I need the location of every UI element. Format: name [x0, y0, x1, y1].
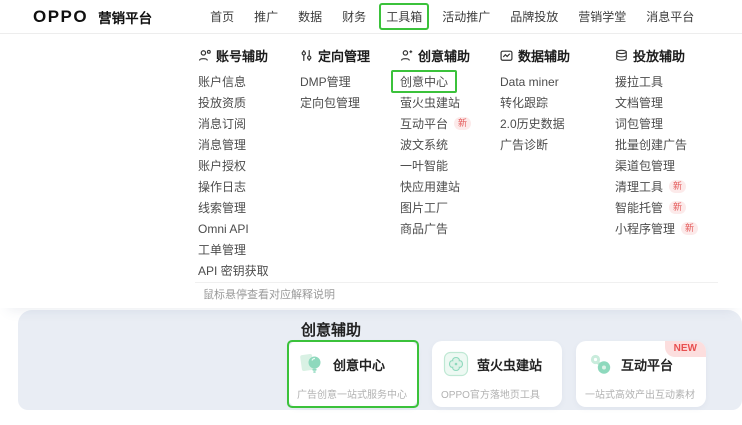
nav-message-platform[interactable]: 消息平台 — [646, 10, 695, 24]
menu-item-qualification[interactable]: 投放资质 — [198, 96, 247, 110]
menu-item-miniprogram-manage[interactable]: 小程序管理 — [615, 222, 676, 236]
column-header-delivery: 投放辅助 — [615, 47, 698, 64]
menu-item-product-ads[interactable]: 商品广告 — [400, 222, 449, 236]
hover-hint: 鼠标悬停查看对应解释说明 — [195, 282, 718, 308]
new-badge: 新 — [669, 180, 687, 193]
layers-icon — [615, 49, 628, 62]
user-star-icon — [400, 49, 413, 62]
menu-item-image-factory[interactable]: 图片工厂 — [400, 201, 449, 215]
card-title: 创意中心 — [333, 357, 386, 373]
nav-promotion[interactable]: 推广 — [254, 10, 279, 24]
menu-item-message-manage[interactable]: 消息管理 — [198, 138, 247, 152]
menu-item-omni-api[interactable]: Omni API — [198, 221, 249, 236]
interactive-platform-icon — [587, 351, 613, 377]
menu-item-ad-diagnosis[interactable]: 广告诊断 — [500, 138, 549, 152]
menu-item-smart-hosting[interactable]: 智能托管 — [615, 201, 664, 215]
nav-toolbox[interactable]: 工具箱 — [379, 3, 430, 30]
new-badge: 新 — [681, 222, 699, 235]
menu-item-ticket-manage[interactable]: 工单管理 — [198, 243, 247, 257]
oppo-logo-text: OPPO — [33, 6, 89, 26]
card-subtitle: 一站式高效产出互动素材 — [585, 390, 695, 401]
menu-column-data: 数据辅助 Data miner 转化跟踪 2.0历史数据 广告诊断 — [500, 47, 570, 155]
nav-marketing-academy[interactable]: 营销学堂 — [578, 10, 627, 24]
menu-item-yiye-ai[interactable]: 一叶智能 — [400, 159, 449, 173]
menu-item-account-authorize[interactable]: 账户授权 — [198, 159, 247, 173]
nav-data[interactable]: 数据 — [298, 10, 323, 24]
card-subtitle: 广告创意一站式服务中心 — [297, 390, 407, 401]
column-title: 数据辅助 — [518, 48, 571, 64]
column-title: 创意辅助 — [418, 48, 471, 64]
menu-item-wordpack-manage[interactable]: 词包管理 — [615, 117, 664, 131]
menu-item-firefly-site[interactable]: 萤火虫建站 — [400, 96, 461, 110]
menu-item-message-subscribe[interactable]: 消息订阅 — [198, 117, 247, 131]
menu-item-clean-tool[interactable]: 清理工具 — [615, 180, 664, 194]
column-title: 定向管理 — [318, 48, 371, 64]
menu-item-leads-manage[interactable]: 线索管理 — [198, 201, 247, 215]
chart-box-icon — [500, 49, 513, 62]
column-header-account: 账号辅助 — [198, 47, 269, 64]
creative-center-icon — [299, 351, 325, 377]
menu-item-channel-package[interactable]: 渠道包管理 — [615, 159, 676, 173]
card-firefly-site[interactable]: 萤火虫建站 OPPO官方落地页工具 — [432, 341, 562, 407]
menu-item-history-data[interactable]: 2.0历史数据 — [500, 117, 565, 131]
card-title: 萤火虫建站 — [477, 357, 543, 373]
nav-activity-promotion[interactable]: 活动推广 — [442, 10, 491, 24]
toolbox-mega-menu: 账号辅助 账户信息 投放资质 消息订阅 消息管理 账户授权 操作日志 线索管理 … — [0, 35, 742, 308]
column-title: 投放辅助 — [633, 48, 686, 64]
column-header-creative: 创意辅助 — [400, 47, 471, 64]
menu-item-batch-create-ads[interactable]: 批量创建广告 — [615, 138, 688, 152]
new-badge: NEW — [664, 341, 706, 357]
card-creative-center[interactable]: 创意中心 广告创意一站式服务中心 — [287, 340, 419, 408]
menu-column-account: 账号辅助 账户信息 投放资质 消息订阅 消息管理 账户授权 操作日志 线索管理 … — [198, 47, 269, 281]
nav-home[interactable]: 首页 — [210, 10, 235, 24]
card-interactive-platform[interactable]: NEW 互动平台 一站式高效产出互动素材 — [576, 341, 706, 407]
menu-item-quickapp-site[interactable]: 快应用建站 — [400, 180, 461, 194]
platform-name: 营销平台 — [98, 10, 153, 26]
menu-item-api-key[interactable]: API 密钥获取 — [198, 264, 269, 278]
top-nav: OPPO 营销平台 首页 推广 数据 财务 工具箱 活动推广 品牌投放 营销学堂… — [0, 0, 742, 34]
main-nav: 首页 推广 数据 财务 工具箱 活动推广 品牌投放 营销学堂 消息平台 — [210, 3, 695, 30]
menu-item-data-miner[interactable]: Data miner — [500, 74, 559, 89]
new-badge: 新 — [669, 201, 687, 214]
column-header-data: 数据辅助 — [500, 47, 571, 64]
menu-column-targeting: 定向管理 DMP管理 定向包管理 — [300, 47, 370, 113]
menu-item-creative-center[interactable]: 创意中心 — [390, 70, 458, 93]
menu-column-creative: 创意辅助 创意中心 萤火虫建站 互动平台 新 波文系统 一叶智能 快应用建站 图… — [390, 47, 472, 239]
card-subtitle: OPPO官方落地页工具 — [441, 390, 540, 401]
menu-item-conversion-tracking[interactable]: 转化跟踪 — [500, 96, 549, 110]
column-header-targeting: 定向管理 — [300, 47, 371, 64]
oppo-logo[interactable]: OPPO 营销平台 — [33, 7, 152, 27]
menu-item-document-manage[interactable]: 文档管理 — [615, 96, 664, 110]
new-badge: 新 — [454, 117, 472, 130]
column-title: 账号辅助 — [216, 48, 269, 64]
menu-item-bowen-system[interactable]: 波文系统 — [400, 138, 449, 152]
card-title: 互动平台 — [621, 357, 674, 373]
menu-column-delivery: 投放辅助 援拉工具 文档管理 词包管理 批量创建广告 渠道包管理 清理工具 新 … — [615, 47, 699, 239]
user-icon — [198, 49, 211, 62]
firefly-site-icon — [443, 351, 469, 377]
menu-item-operation-log[interactable]: 操作日志 — [198, 180, 247, 194]
menu-item-account-info[interactable]: 账户信息 — [198, 75, 247, 89]
menu-item-interactive-platform[interactable]: 互动平台 — [400, 117, 449, 131]
nav-finance[interactable]: 财务 — [342, 10, 367, 24]
menu-item-pull-tool[interactable]: 援拉工具 — [615, 75, 664, 89]
sliders-icon — [300, 49, 313, 62]
panel-title: 创意辅助 — [301, 322, 362, 339]
menu-item-targeting-package[interactable]: 定向包管理 — [300, 96, 361, 110]
creative-assist-panel: 创意辅助 创意中心 广告创意一站式服务中心 萤火虫建站 OP — [18, 310, 742, 410]
nav-brand-ads[interactable]: 品牌投放 — [510, 10, 559, 24]
card-row: 创意中心 广告创意一站式服务中心 萤火虫建站 OPPO官方落地页工具 NEW — [287, 340, 706, 408]
menu-item-dmp[interactable]: DMP管理 — [300, 75, 351, 89]
